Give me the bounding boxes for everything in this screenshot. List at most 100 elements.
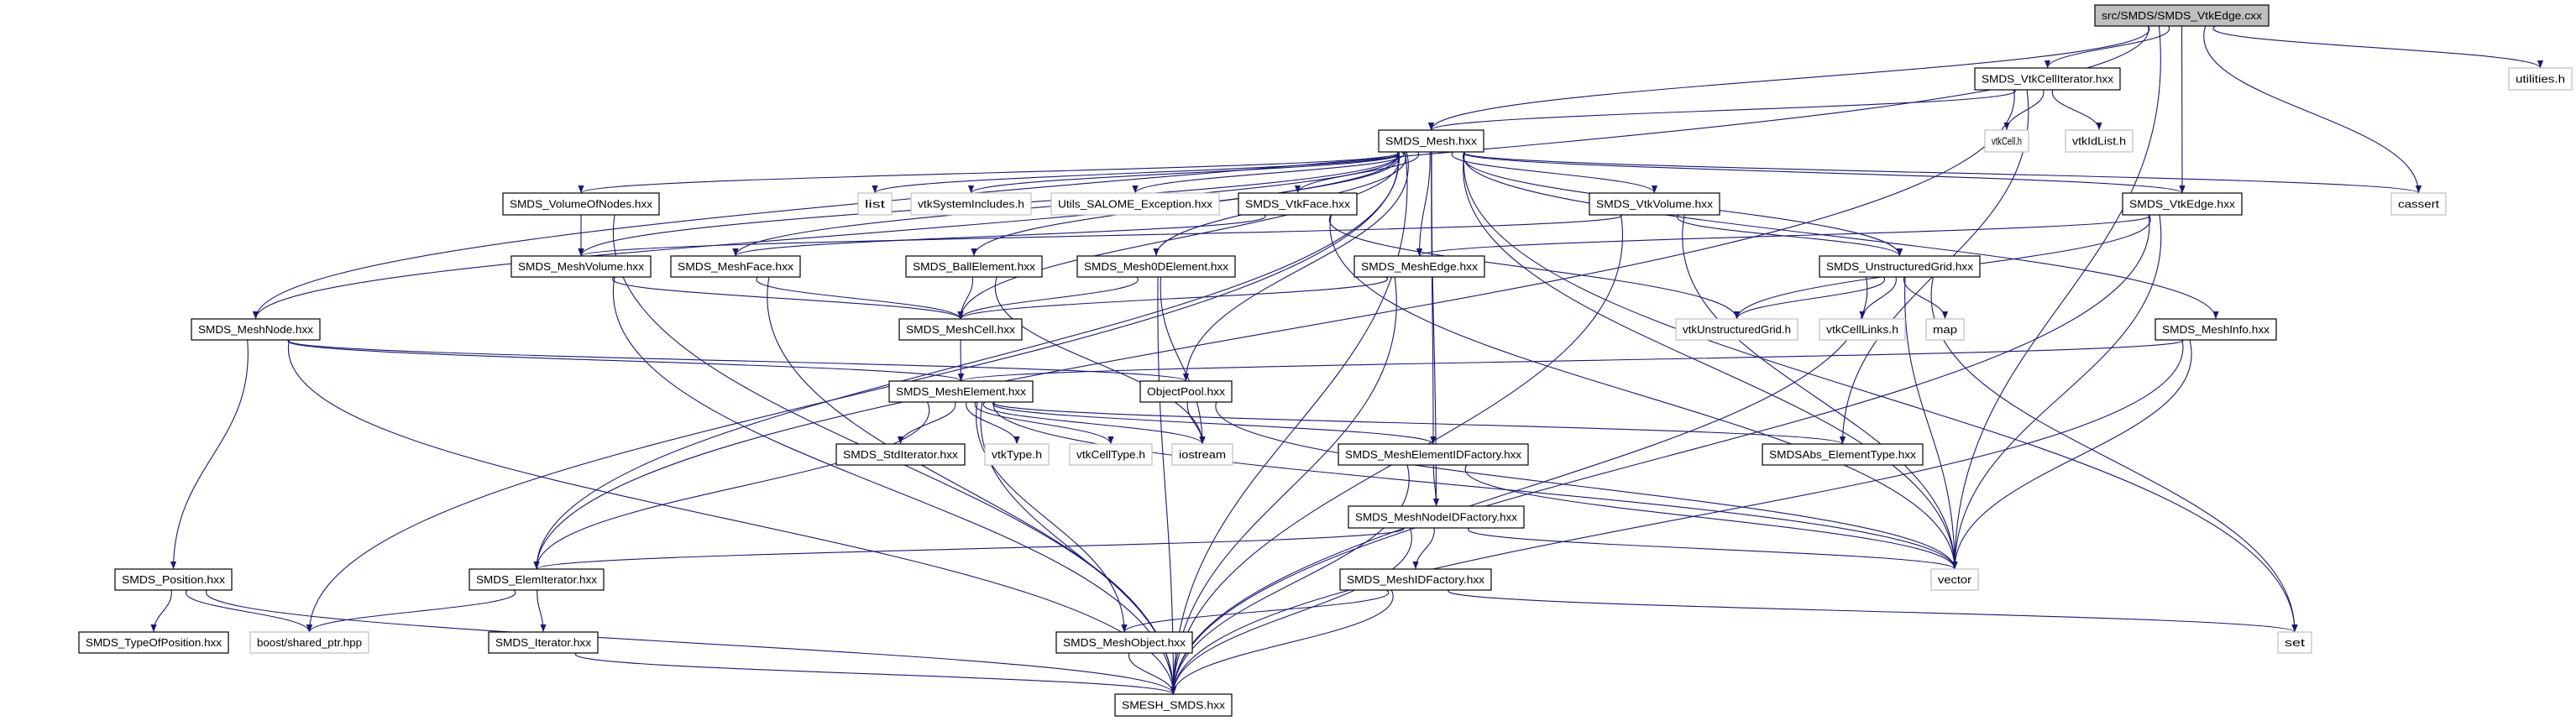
edge-mesh-to-elemiterator (533, 151, 1399, 570)
node-vtkcelllinks: vtkCellLinks.h (1819, 318, 1906, 341)
node-mesh0d[interactable]: SMDS_Mesh0DElement.hxx (1076, 255, 1236, 278)
node-objectpool[interactable]: ObjectPool.hxx (1139, 380, 1233, 403)
edge-mesh-to-meshinfo (1463, 151, 2219, 320)
edge-ballelement-to-iostream (994, 276, 1206, 445)
node-box (984, 443, 1050, 466)
edge-vtkface-to-vtkugrid (1328, 214, 1741, 320)
edge-vtkedge-to-vector (1951, 214, 2162, 570)
node-label: SMDS_VtkCellIterator.hxx (1982, 73, 2114, 86)
edge-meshelement-to-meshobject (976, 401, 1128, 633)
node-vtkcell: vtkCell.h (1984, 129, 2029, 153)
node-meshobject[interactable]: SMDS_MeshObject.hxx (1055, 631, 1193, 654)
edge-meshnode-to-objectpool (288, 339, 1189, 382)
node-label: SMDS_MeshVolume.hxx (518, 260, 645, 273)
node-label: SMDS_VtkEdge.hxx (2129, 198, 2236, 211)
node-utilities: utilities.h (2508, 67, 2573, 91)
node-label: SMDS_ElemIterator.hxx (476, 573, 598, 586)
node-label: SMESH_SMDS.hxx (1122, 699, 1226, 712)
node-elemidfactory[interactable]: SMDS_MeshElementIDFactory.hxx (1338, 443, 1529, 466)
edge-root-to-vector (1951, 25, 2161, 570)
edge-ugrid-to-vector (1904, 276, 1958, 570)
node-label: SMDS_MeshEdge.hxx (1361, 260, 1479, 273)
edge-mesh-to-smesh (1170, 151, 1408, 695)
node-nodeidfactory[interactable]: SMDS_MeshNodeIDFactory.hxx (1348, 505, 1525, 529)
node-mesh[interactable]: SMDS_Mesh.hxx (1378, 129, 1484, 153)
node-box (1984, 129, 2029, 153)
node-label: SMDS_MeshNodeIDFactory.hxx (1355, 511, 1518, 524)
node-iterator[interactable]: SMDS_Iterator.hxx (488, 631, 599, 654)
edge-vtkedge-to-smesh (1170, 214, 2150, 695)
node-label: vtkType.h (992, 448, 1042, 461)
node-meshedge[interactable]: SMDS_MeshEdge.hxx (1353, 255, 1485, 278)
node-vtkface[interactable]: SMDS_VtkFace.hxx (1238, 192, 1358, 216)
node-box (1378, 129, 1484, 153)
node-label: SMDS_MeshInfo.hxx (2162, 323, 2270, 336)
node-vtkcelliterator[interactable]: SMDS_VtkCellIterator.hxx (1974, 67, 2121, 91)
node-box (469, 568, 605, 591)
node-stditerator[interactable]: SMDS_StdIterator.hxx (835, 443, 966, 466)
node-vtkedge[interactable]: SMDS_VtkEdge.hxx (2122, 192, 2243, 216)
edge-root-to-cassert (2203, 25, 2422, 194)
node-box (1139, 380, 1233, 403)
node-label: vector (1938, 573, 1972, 586)
node-ballelement[interactable]: SMDS_BallElement.hxx (905, 255, 1043, 278)
node-vtkvolume[interactable]: SMDS_VtkVolume.hxx (1589, 192, 1720, 216)
node-ugrid[interactable]: SMDS_UnstructuredGrid.hxx (1819, 255, 1981, 278)
node-label: vtkCellType.h (1076, 448, 1145, 461)
node-vtkidlist: vtkIdList.h (2065, 129, 2134, 153)
edge-mesh0d-to-smesh (1157, 276, 1177, 695)
node-box (502, 192, 660, 216)
node-box (1114, 693, 1233, 717)
node-label: utilities.h (2516, 73, 2565, 86)
edge-meshvolume-to-smesh (612, 276, 1177, 695)
node-box (114, 568, 233, 591)
edge-mesh-to-set (1463, 151, 2298, 633)
node-meshnode[interactable]: SMDS_MeshNode.hxx (191, 318, 321, 341)
node-box (670, 255, 801, 278)
edge-ugrid-to-vtkugrid (1733, 276, 1885, 320)
node-label: boost/shared_ptr.hpp (257, 636, 362, 649)
node-box (2277, 631, 2312, 654)
node-meshcell[interactable]: SMDS_MeshCell.hxx (898, 318, 1023, 341)
node-label: list (865, 198, 886, 211)
node-elementtype[interactable]: SMDSAbs_ElementType.hxx (1762, 443, 1924, 466)
node-map: map (1925, 318, 1965, 341)
edge-meshelement-to-vtktype (966, 401, 1020, 445)
edge-ballelement-to-meshcell (957, 276, 973, 320)
node-label: set (2285, 636, 2306, 649)
node-typeofposition[interactable]: SMDS_TypeOfPosition.hxx (78, 631, 229, 654)
edge-elemidfactory-to-vector (1464, 464, 1958, 570)
edge-vtkcelliterator-to-vtkidlist (2052, 89, 2102, 131)
node-box (1238, 192, 1358, 216)
node-label: SMDS_Position.hxx (122, 573, 226, 586)
node-box (898, 318, 1023, 341)
node-box (510, 255, 652, 278)
node-meshface[interactable]: SMDS_MeshFace.hxx (670, 255, 801, 278)
node-meshvolume[interactable]: SMDS_MeshVolume.hxx (510, 255, 652, 278)
node-box (1339, 568, 1492, 591)
node-box (1348, 505, 1525, 529)
edge-root-to-vtkcelliterator (2044, 25, 2170, 69)
node-box (2508, 67, 2573, 91)
edge-position-to-smesh (206, 589, 1176, 695)
node-meshinfo[interactable]: SMDS_MeshInfo.hxx (2155, 318, 2277, 341)
node-box (249, 631, 369, 654)
edge-ugrid-to-vtkcelllinks (1859, 276, 1897, 320)
node-volumeofnodes[interactable]: SMDS_VolumeOfNodes.hxx (502, 192, 660, 216)
node-label: SMDS_MeshElement.hxx (896, 385, 1027, 398)
node-root[interactable]: src/SMDS/SMDS_VtkEdge.cxx (2094, 4, 2270, 27)
node-elemiterator[interactable]: SMDS_ElemIterator.hxx (469, 568, 605, 591)
node-vector: vector (1930, 568, 1979, 591)
node-label: vtkCell.h (1992, 135, 2022, 148)
node-box (910, 192, 1032, 216)
node-box (1819, 255, 1981, 278)
edge-mesh-to-boost (306, 151, 1399, 633)
edge-meshelement-to-vector (993, 401, 1958, 570)
node-label: SMDS_VtkFace.hxx (1245, 198, 1351, 211)
node-position[interactable]: SMDS_Position.hxx (114, 568, 233, 591)
node-label: cassert (2398, 198, 2439, 211)
node-meshidfactory[interactable]: SMDS_MeshIDFactory.hxx (1339, 568, 1492, 591)
node-meshelement[interactable]: SMDS_MeshElement.hxx (888, 380, 1034, 403)
node-cassert: cassert (2390, 192, 2447, 216)
node-smesh[interactable]: SMESH_SMDS.hxx (1114, 693, 1233, 717)
